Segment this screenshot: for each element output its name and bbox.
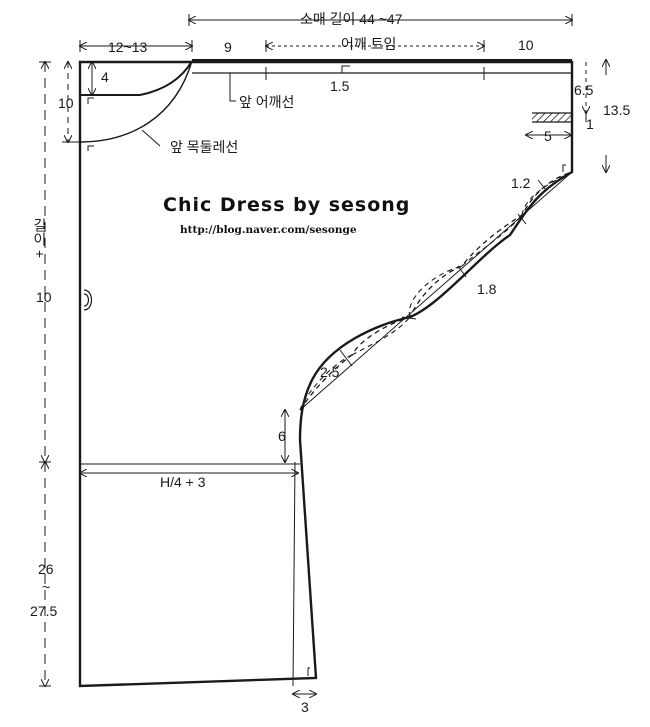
grain-mark <box>83 289 93 311</box>
brand-url: http://blog.naver.com/sesonge <box>180 224 357 236</box>
skirt-length-tilde-label: ~ <box>42 579 51 595</box>
sleeve-length-label: 소매 길이 44 ~47 <box>300 11 403 27</box>
shoulder-opening-label: 어깨 트임 <box>341 36 397 52</box>
side-rise-label: 6 <box>278 428 286 444</box>
body-length-label: 길이 + <box>32 218 48 259</box>
neck-drop-small-label: 4 <box>101 69 109 85</box>
shoulder-right-label: 10 <box>518 37 534 53</box>
cuff-width-label: 5 <box>544 128 552 144</box>
body-length-extra-label: 10 <box>36 289 52 305</box>
neck-drop-label: 10 <box>58 95 74 111</box>
shoulder-left-label: 9 <box>224 39 232 55</box>
skirt-length-top-label: 26 <box>38 561 54 577</box>
curve-1-label: 1.2 <box>511 175 531 191</box>
shoulder-line-label: 앞 어깨선 <box>239 94 295 110</box>
cuff-total-label: 13.5 <box>603 102 631 118</box>
cuff-hatch <box>532 113 572 122</box>
underarm-dashed <box>299 171 573 411</box>
neckline-shallow <box>80 60 193 96</box>
neck-width-label: 12~13 <box>108 39 148 55</box>
brand-title: Chic Dress by sesong <box>163 194 411 216</box>
neckline-label: 앞 목둘레선 <box>170 139 239 155</box>
underarm-guide <box>299 171 573 411</box>
curve-2-label: 1.8 <box>477 281 497 297</box>
hip-width-label: H/4 + 3 <box>160 474 206 490</box>
shoulder-line-leader <box>229 73 236 102</box>
cuff-height-label: 6.5 <box>574 82 594 98</box>
skirt-length-bottom-label: 27.5 <box>30 603 58 619</box>
shoulder-offset-label: 1.5 <box>330 78 350 94</box>
hip-guide <box>292 461 296 687</box>
cuff-gap-label: 1 <box>586 116 594 132</box>
hem-flare-label: 3 <box>301 699 309 715</box>
neckline-deep <box>79 60 193 143</box>
curve-3-label: 2.5 <box>320 364 340 380</box>
